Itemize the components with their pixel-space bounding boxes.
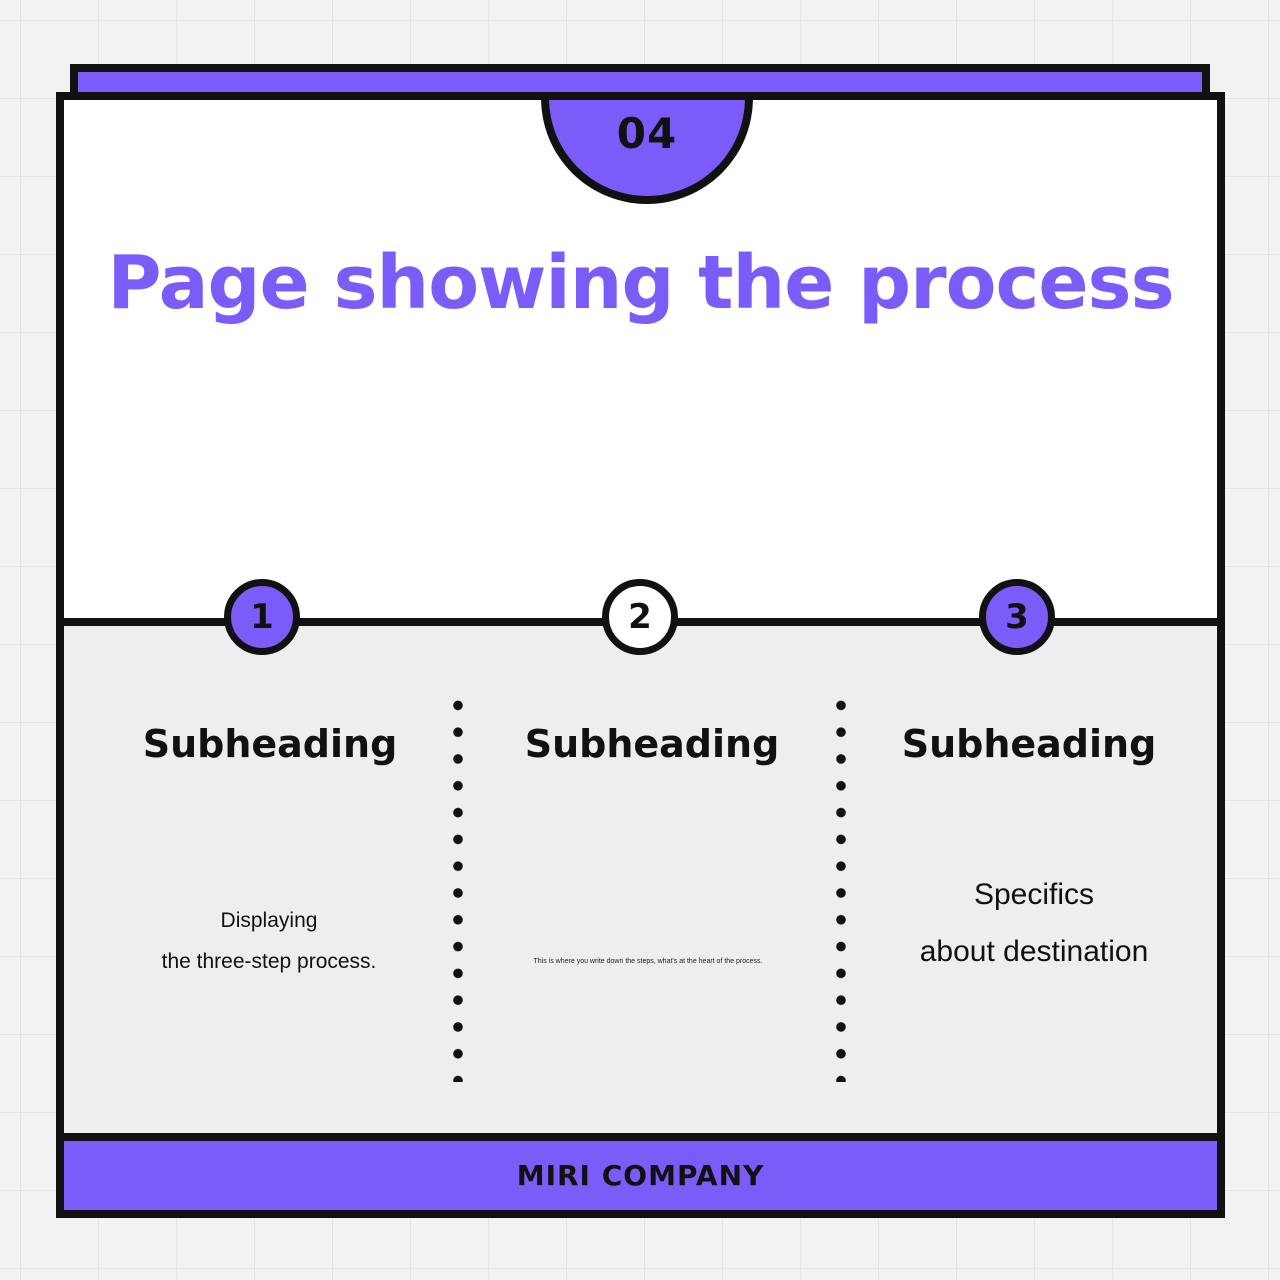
step-2-circle: 2 — [602, 579, 678, 655]
process-card: 04 Page showing the process 1 2 3 Subhea… — [56, 92, 1225, 1218]
step-1-circle: 1 — [224, 579, 300, 655]
steps-panel — [64, 618, 1217, 1141]
company-name: MIRI COMPANY — [516, 1159, 765, 1192]
step-3-description: Specifics about destination — [854, 866, 1214, 980]
step-badge: 04 — [541, 100, 753, 204]
step-3-circle: 3 — [979, 579, 1055, 655]
dotted-divider — [836, 692, 846, 1082]
step-1-description: Displaying the three-step process. — [104, 900, 434, 982]
step-number: 04 — [616, 108, 678, 158]
step-1-description-line: Displaying — [220, 909, 318, 932]
step-3-subheading: Subheading — [901, 722, 1157, 766]
step-1-subheading: Subheading — [142, 722, 398, 766]
step-2-description: This is where you write down the steps, … — [533, 958, 763, 965]
footer-bar: MIRI COMPANY — [64, 1141, 1217, 1210]
page-title: Page showing the process — [107, 240, 1174, 326]
step-1-description-line: the three-step process. — [161, 950, 377, 973]
step-3-description-line: about destination — [919, 935, 1149, 968]
dotted-divider — [453, 692, 463, 1082]
step-2-subheading: Subheading — [524, 722, 780, 766]
step-3-description-line: Specifics — [973, 878, 1095, 911]
